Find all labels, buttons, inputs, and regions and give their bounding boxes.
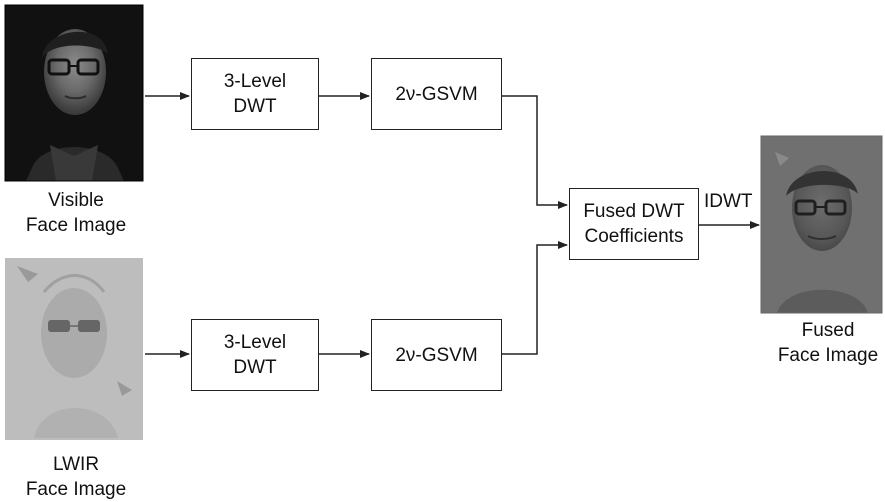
- connectors: [145, 92, 760, 358]
- gsvm-bottom-box: 2ν-GSVM: [371, 319, 502, 391]
- visible-label-line1: Visible: [48, 190, 104, 211]
- gsvm-bottom-line1: 2ν-GSVM: [395, 344, 478, 366]
- visible-label-line2: Face Image: [25, 215, 127, 236]
- lwir-face-image: [5, 258, 143, 440]
- gsvm-bottom-to-fused-arrow: [502, 241, 568, 355]
- dwt-bottom-box: 3-Level DWT: [191, 319, 319, 391]
- fused-dwt-box: Fused DWT Coefficients: [569, 188, 699, 260]
- fused-label-line1: Fused: [801, 320, 855, 341]
- fused-label-line2: Face Image: [777, 345, 879, 366]
- fused-dwt-line1: Fused DWT: [583, 201, 685, 222]
- gsvm-top-to-fused-arrow: [502, 95, 568, 209]
- dwt-bottom-line2: DWT: [233, 357, 277, 378]
- visible-label: Visible Face Image: [24, 188, 128, 238]
- fused-dwt-line2: Coefficients: [584, 226, 684, 247]
- fused-label: Fused Face Image: [774, 318, 882, 368]
- gsvm-top-box: 2ν-GSVM: [371, 58, 502, 130]
- visible-face-image: [4, 4, 144, 182]
- gsvm-top-line1: 2ν-GSVM: [395, 83, 478, 105]
- dwt-top-line2: DWT: [233, 96, 277, 117]
- dwt-bottom-line1: 3-Level: [223, 332, 287, 353]
- lwir-label-line1: LWIR: [52, 454, 100, 475]
- dwt-top-line1: 3-Level: [223, 71, 287, 92]
- fused-face-image: [760, 135, 883, 314]
- idwt-label: IDWT: [704, 191, 753, 212]
- dwt-top-box: 3-Level DWT: [191, 58, 319, 130]
- lwir-label: LWIR Face Image: [24, 452, 128, 502]
- lwir-label-line2: Face Image: [25, 479, 127, 500]
